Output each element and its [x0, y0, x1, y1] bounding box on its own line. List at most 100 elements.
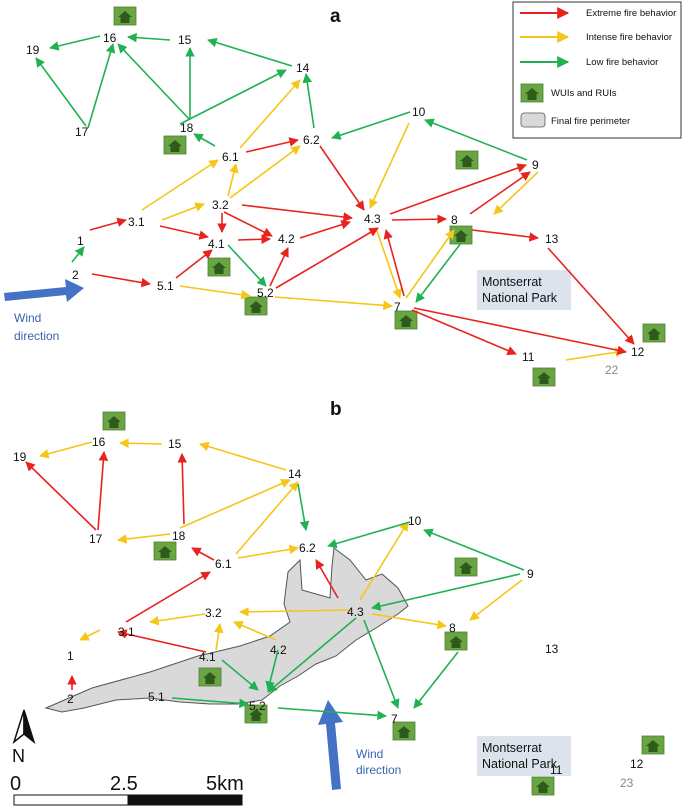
extreme-fire-arrow — [237, 234, 271, 245]
low-fire-arrow — [371, 573, 521, 611]
extreme-fire-arrow — [97, 451, 109, 531]
node-label: 15 — [168, 437, 182, 451]
node-label: 15 — [178, 33, 192, 47]
low-fire-arrow — [87, 43, 116, 129]
low-fire-arrow — [117, 43, 191, 121]
node-label: 10 — [408, 514, 422, 528]
node-label: 12 — [631, 345, 645, 359]
low-fire-arrow — [207, 37, 293, 67]
intense-fire-arrow — [274, 296, 393, 311]
house-icon — [113, 6, 137, 26]
node-label: 4.3 — [364, 212, 381, 226]
wind-label-b-line2: direction — [356, 763, 401, 777]
low-fire-arrow — [35, 57, 87, 127]
intense-fire-arrow — [371, 613, 447, 630]
node-label: 4.2 — [278, 232, 295, 246]
node-label: 13 — [545, 232, 559, 246]
extreme-fire-arrow — [117, 629, 207, 653]
panel-a: a Montserrat National Park Wind directio… — [4, 1, 682, 387]
intense-fire-arrow — [237, 544, 299, 559]
park-label-a-line1: Montserrat — [482, 275, 542, 289]
wind-label-b-line1: Wind — [356, 747, 383, 761]
park-box-b — [477, 736, 571, 776]
node-label: 5.2 — [257, 286, 274, 300]
node-label: 5.1 — [157, 279, 174, 293]
intense-fire-arrow — [233, 620, 277, 641]
node-label: 6.2 — [303, 133, 320, 147]
extreme-fire-arrow — [91, 273, 151, 288]
low-fire-arrow — [423, 528, 525, 571]
legend-label-perimeter: Final fire perimeter — [551, 116, 630, 127]
house-icon — [532, 367, 556, 387]
extreme-fire-arrow — [89, 217, 127, 231]
house-icon — [207, 257, 231, 277]
scale-label-2-5: 2.5 — [110, 773, 138, 795]
node-label: 3.2 — [205, 606, 222, 620]
low-fire-arrow — [127, 32, 171, 43]
node-label: 9 — [527, 567, 534, 581]
intense-fire-arrow — [213, 623, 224, 651]
north-arrow: N — [12, 709, 36, 766]
intense-fire-arrow — [79, 629, 101, 641]
node-label: 3.2 — [212, 198, 229, 212]
node-label: 17 — [75, 125, 89, 139]
node-label: 17 — [89, 532, 103, 546]
intense-fire-arrow — [179, 285, 251, 300]
legend-label-low: Low fire behavior — [586, 57, 658, 68]
extreme-fire-arrow — [413, 307, 627, 355]
intense-fire-arrow — [119, 438, 163, 449]
node-label: 16 — [92, 435, 106, 449]
extreme-fire-arrow — [269, 247, 289, 287]
extreme-fire-arrow — [191, 547, 215, 561]
extreme-fire-arrow — [177, 453, 188, 525]
house-icon — [198, 667, 222, 687]
extreme-fire-arrow — [125, 571, 211, 623]
node-label: 1 — [67, 649, 74, 663]
extreme-fire-arrow — [319, 145, 365, 211]
low-fire-arrow — [49, 35, 101, 51]
node-labels-a: 19 16 15 14 17 18 10 6.1 6.2 9 3.2 3.1 4… — [26, 31, 645, 377]
extreme-fire-arrow — [411, 309, 517, 356]
extra-number-b: 23 — [620, 776, 634, 790]
extreme-fire-arrow — [175, 249, 213, 279]
intense-fire-arrow — [179, 479, 291, 529]
intense-fire-arrow — [359, 521, 409, 601]
low-fire-arrow — [179, 69, 287, 125]
park-label-b-line1: Montserrat — [482, 741, 542, 755]
node-label: 3.1 — [128, 215, 145, 229]
intense-fire-arrow — [229, 145, 301, 199]
low-fire-arrow — [277, 707, 387, 721]
low-fire-arrow — [413, 651, 459, 709]
extreme-fire-arrow — [471, 229, 539, 242]
house-icon — [102, 411, 126, 431]
low-fire-arrow — [415, 242, 462, 303]
scale-label-0: 0 — [10, 773, 21, 795]
extreme-fire-arrow — [245, 137, 299, 153]
house-icon — [449, 225, 473, 245]
extreme-fire-arrow — [389, 163, 527, 215]
node-label: 3.1 — [118, 625, 135, 639]
extreme-fire-arrow — [159, 225, 209, 240]
panel-b-letter: b — [330, 399, 342, 420]
north-label: N — [12, 746, 25, 766]
edges-a — [35, 32, 635, 361]
node-label: 1 — [77, 234, 84, 248]
node-label: 7 — [394, 300, 401, 314]
edges-b — [25, 438, 525, 721]
intense-fire-arrow — [149, 613, 206, 626]
extreme-fire-arrow — [223, 211, 273, 237]
park-label-b-line2: National Park — [482, 757, 558, 771]
intense-fire-arrow — [375, 227, 402, 299]
node-label: 6.1 — [215, 557, 232, 571]
intense-fire-arrow — [39, 441, 93, 459]
node-label: 10 — [412, 105, 426, 119]
node-label: 4.1 — [208, 237, 225, 251]
node-label: 13 — [545, 642, 559, 656]
low-fire-arrow — [363, 619, 400, 709]
intense-fire-arrow — [239, 79, 301, 149]
intense-fire-arrow — [469, 579, 523, 621]
node-label: 18 — [172, 529, 186, 543]
node-label: 2 — [72, 268, 79, 282]
wind-arrow-b — [318, 700, 343, 790]
